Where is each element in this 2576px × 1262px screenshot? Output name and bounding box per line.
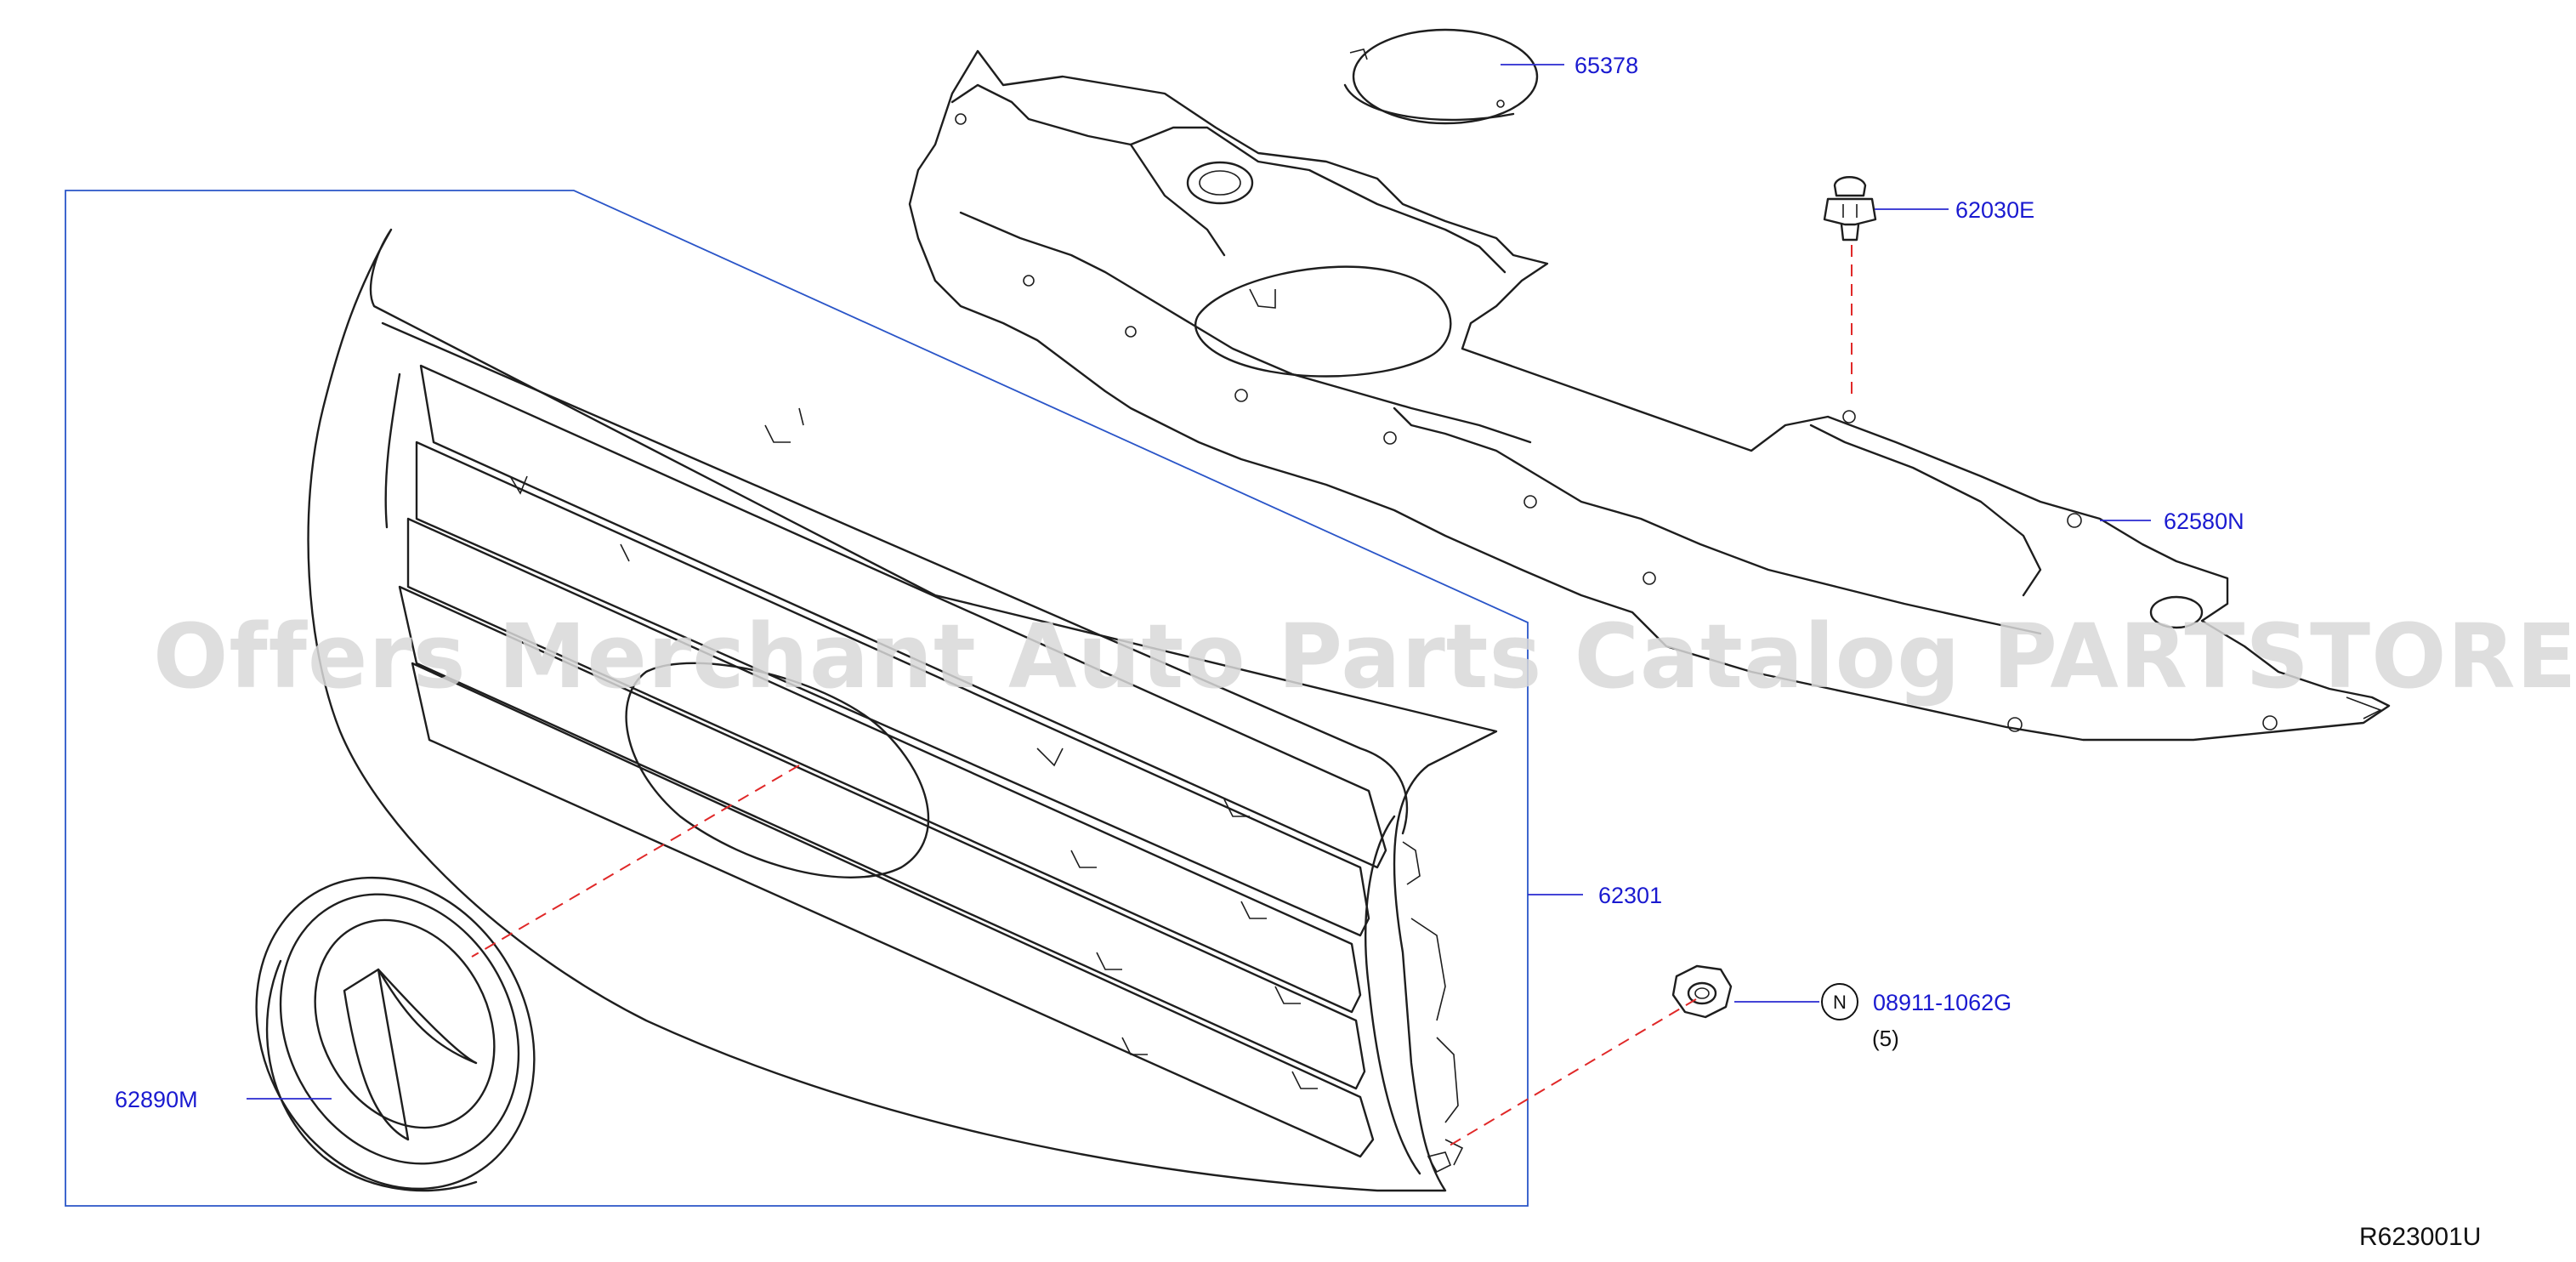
radiator-cap-cover[interactable] — [1343, 28, 1539, 125]
installation-lines — [471, 245, 1853, 1149]
n-symbol-circle — [1821, 983, 1858, 1020]
callout-62301[interactable]: 62301 — [1598, 883, 1662, 908]
callout-08911-1062G[interactable]: 08911-1062G — [1873, 990, 2011, 1015]
clip[interactable] — [1823, 176, 1877, 242]
watermark: Offers Merchant Auto Parts Catalog PARTS… — [153, 605, 2576, 708]
front-grille[interactable] — [307, 228, 1498, 1192]
emblem[interactable] — [203, 828, 587, 1237]
quantity-08911-1062G: (5) — [1872, 1026, 1899, 1051]
callout-62030E[interactable]: 62030E — [1955, 197, 2034, 223]
nut[interactable] — [1671, 964, 1733, 1019]
radiator-core-upper-cover[interactable] — [908, 49, 2391, 742]
callout-65378[interactable]: 65378 — [1575, 53, 1638, 78]
n-symbol: N — [1833, 992, 1847, 1013]
callout-62580N[interactable]: 62580N — [2164, 509, 2244, 534]
callout-62890M[interactable]: 62890M — [115, 1087, 198, 1112]
leader-lines — [247, 64, 2151, 1100]
diagram-code: R623001U — [2359, 1223, 2481, 1251]
group-frame — [65, 190, 1529, 1207]
